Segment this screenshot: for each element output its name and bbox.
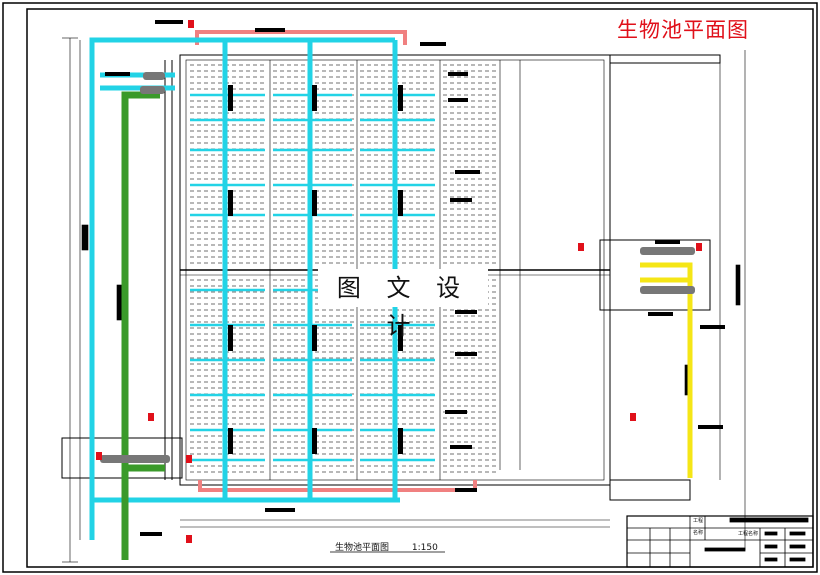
annotation-tag	[655, 240, 680, 244]
valve-block	[312, 190, 317, 216]
valve-block	[228, 325, 233, 351]
annotation-tag	[450, 198, 472, 202]
annotation-tag	[265, 508, 295, 512]
title-block-project-label: 工程	[693, 518, 704, 524]
annotation-tag	[455, 488, 477, 492]
drawing-title: 生物池平面图	[617, 18, 749, 42]
drawing-caption: 生物池平面图 1:150	[335, 540, 438, 553]
valve-block	[398, 190, 403, 216]
annotation-tag	[105, 72, 130, 76]
scale-text: 1:150	[411, 543, 438, 553]
annotation-labels	[105, 20, 725, 536]
annotation-tag	[700, 325, 725, 329]
pump-units	[100, 72, 695, 463]
valve-block	[398, 428, 403, 454]
title-block-drawing-name: 工程名称	[738, 531, 759, 537]
annotation-tag	[648, 312, 673, 316]
valve-block	[398, 85, 403, 111]
inner-border	[26, 8, 814, 568]
title-block	[626, 515, 814, 568]
dimension-lines	[62, 37, 746, 563]
valve-block	[312, 85, 317, 111]
annotation-tag	[155, 20, 183, 24]
yellow-pipe	[640, 262, 693, 478]
air-branch-pipes	[190, 93, 435, 462]
caption-text: 生物池平面图	[335, 543, 390, 553]
annotation-tag	[140, 532, 162, 536]
sludge-pipe	[121, 91, 165, 560]
annotation-tag	[455, 310, 477, 314]
valve-block	[312, 325, 317, 351]
annotation-tag	[420, 42, 446, 46]
valve-block	[228, 190, 233, 216]
watermark-text: 图 文 设 计	[318, 269, 488, 340]
valve-block	[228, 428, 233, 454]
annotation-tag	[455, 170, 480, 174]
annotation-tag	[448, 98, 468, 102]
annotation-tag	[445, 410, 467, 414]
annotation-tag	[255, 28, 285, 32]
valve-block	[398, 325, 403, 351]
annotation-tag	[455, 352, 477, 356]
annotation-tag	[698, 425, 723, 429]
section-markers	[96, 20, 702, 543]
annotation-tag	[450, 445, 472, 449]
annotation-tag	[448, 72, 468, 76]
valve-block	[228, 85, 233, 111]
valve-block	[312, 428, 317, 454]
title-block-name-label: 名称	[693, 530, 704, 536]
